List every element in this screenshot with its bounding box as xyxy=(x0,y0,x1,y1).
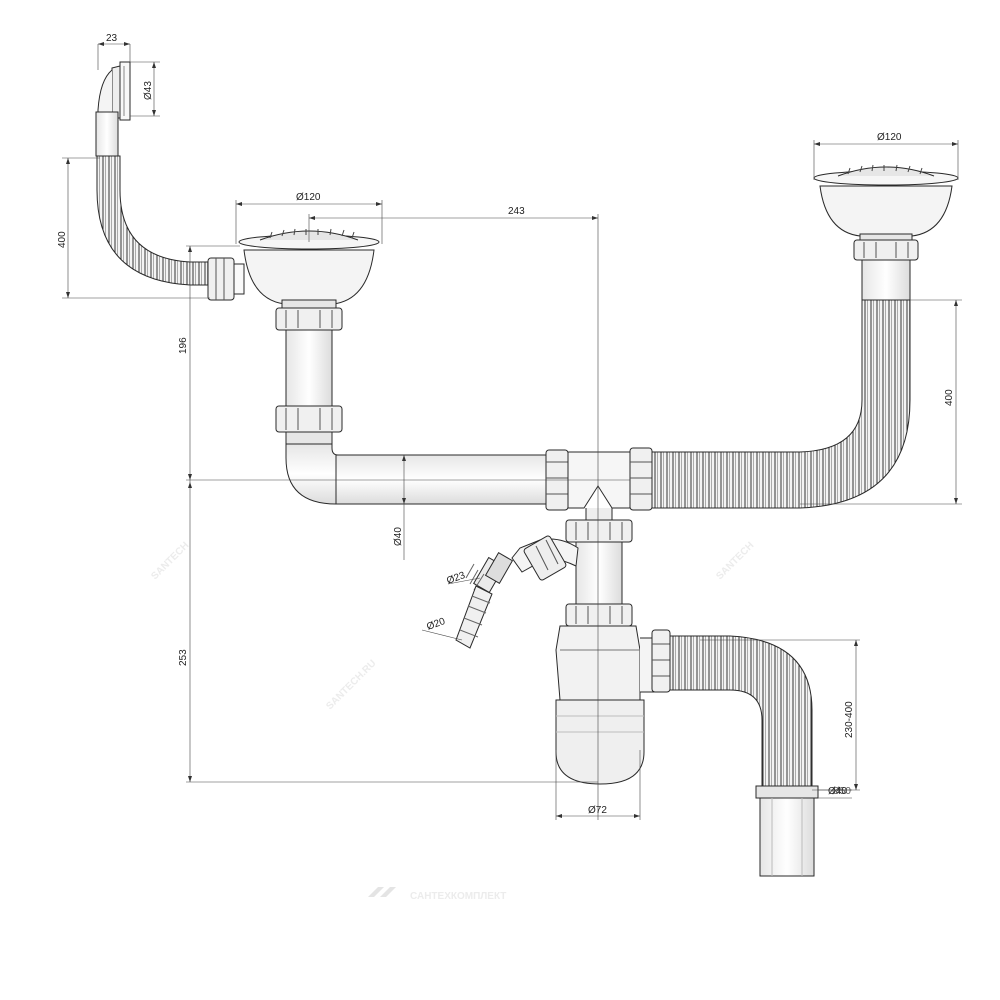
watermark-layer: SANTECH.RU SANTECH SANTECH САНТЕХКОМПЛЕК… xyxy=(149,540,756,902)
trap-outlet-nut xyxy=(651,629,671,693)
dim-trap-height: 253 xyxy=(178,649,189,666)
horizontal-pipe xyxy=(335,454,549,505)
overflow-hose xyxy=(96,155,213,286)
outlet-adapter xyxy=(755,785,819,877)
overflow-outlet xyxy=(95,61,131,157)
trap-inlet-pipe xyxy=(575,541,623,607)
watermark-small-right: SANTECH xyxy=(714,540,756,582)
dim-bottle: Ø72 xyxy=(588,805,607,816)
left-tailpiece xyxy=(285,329,333,409)
dim-outlet-a: Ø40 xyxy=(828,786,847,797)
bottle-trap xyxy=(555,625,655,785)
brand-logo xyxy=(368,887,396,897)
tee-fitting xyxy=(545,447,653,521)
dim-outlet-b: Ø50 xyxy=(832,786,851,797)
left-tailpiece-nut xyxy=(275,405,343,445)
dim-right-strainer: Ø120 xyxy=(877,132,902,143)
dim-fitting-inner: Ø20 xyxy=(425,616,447,633)
right-hose xyxy=(651,299,911,509)
appliance-hose-fitting xyxy=(455,552,514,649)
dim-left-strainer: Ø120 xyxy=(296,192,321,203)
dim-strainer-spacing: 243 xyxy=(508,206,525,217)
dimension-arrows xyxy=(66,42,958,818)
dim-left-drain-height: 196 xyxy=(178,337,189,354)
dimension-labels: 23 Ø43 400 Ø120 243 196 Ø40 Ø23 Ø20 253 … xyxy=(57,33,955,816)
appliance-branch xyxy=(511,535,579,581)
dimension-lines xyxy=(62,43,962,820)
trap-lower-nut xyxy=(565,603,633,627)
overflow-nut xyxy=(207,257,245,301)
watermark-brand: САНТЕХКОМПЛЕКТ xyxy=(410,891,506,902)
watermark-small-left: SANTECH xyxy=(149,540,191,582)
dim-right-hose: 400 xyxy=(944,389,955,406)
watermark-main: SANTECH.RU xyxy=(324,658,378,712)
dim-outlet-hose: 230-400 xyxy=(844,701,855,738)
dim-overflow-width: 23 xyxy=(106,33,118,44)
left-strainer xyxy=(238,228,380,331)
trap-upper-nut xyxy=(565,519,633,543)
dim-fitting-outer: Ø23 xyxy=(445,570,467,587)
right-strainer xyxy=(813,164,959,301)
dim-overflow-outlet: Ø43 xyxy=(143,81,154,100)
dim-pipe: Ø40 xyxy=(393,527,404,546)
outlet-hose xyxy=(669,635,813,791)
dim-overflow-hose: 400 xyxy=(57,231,68,248)
